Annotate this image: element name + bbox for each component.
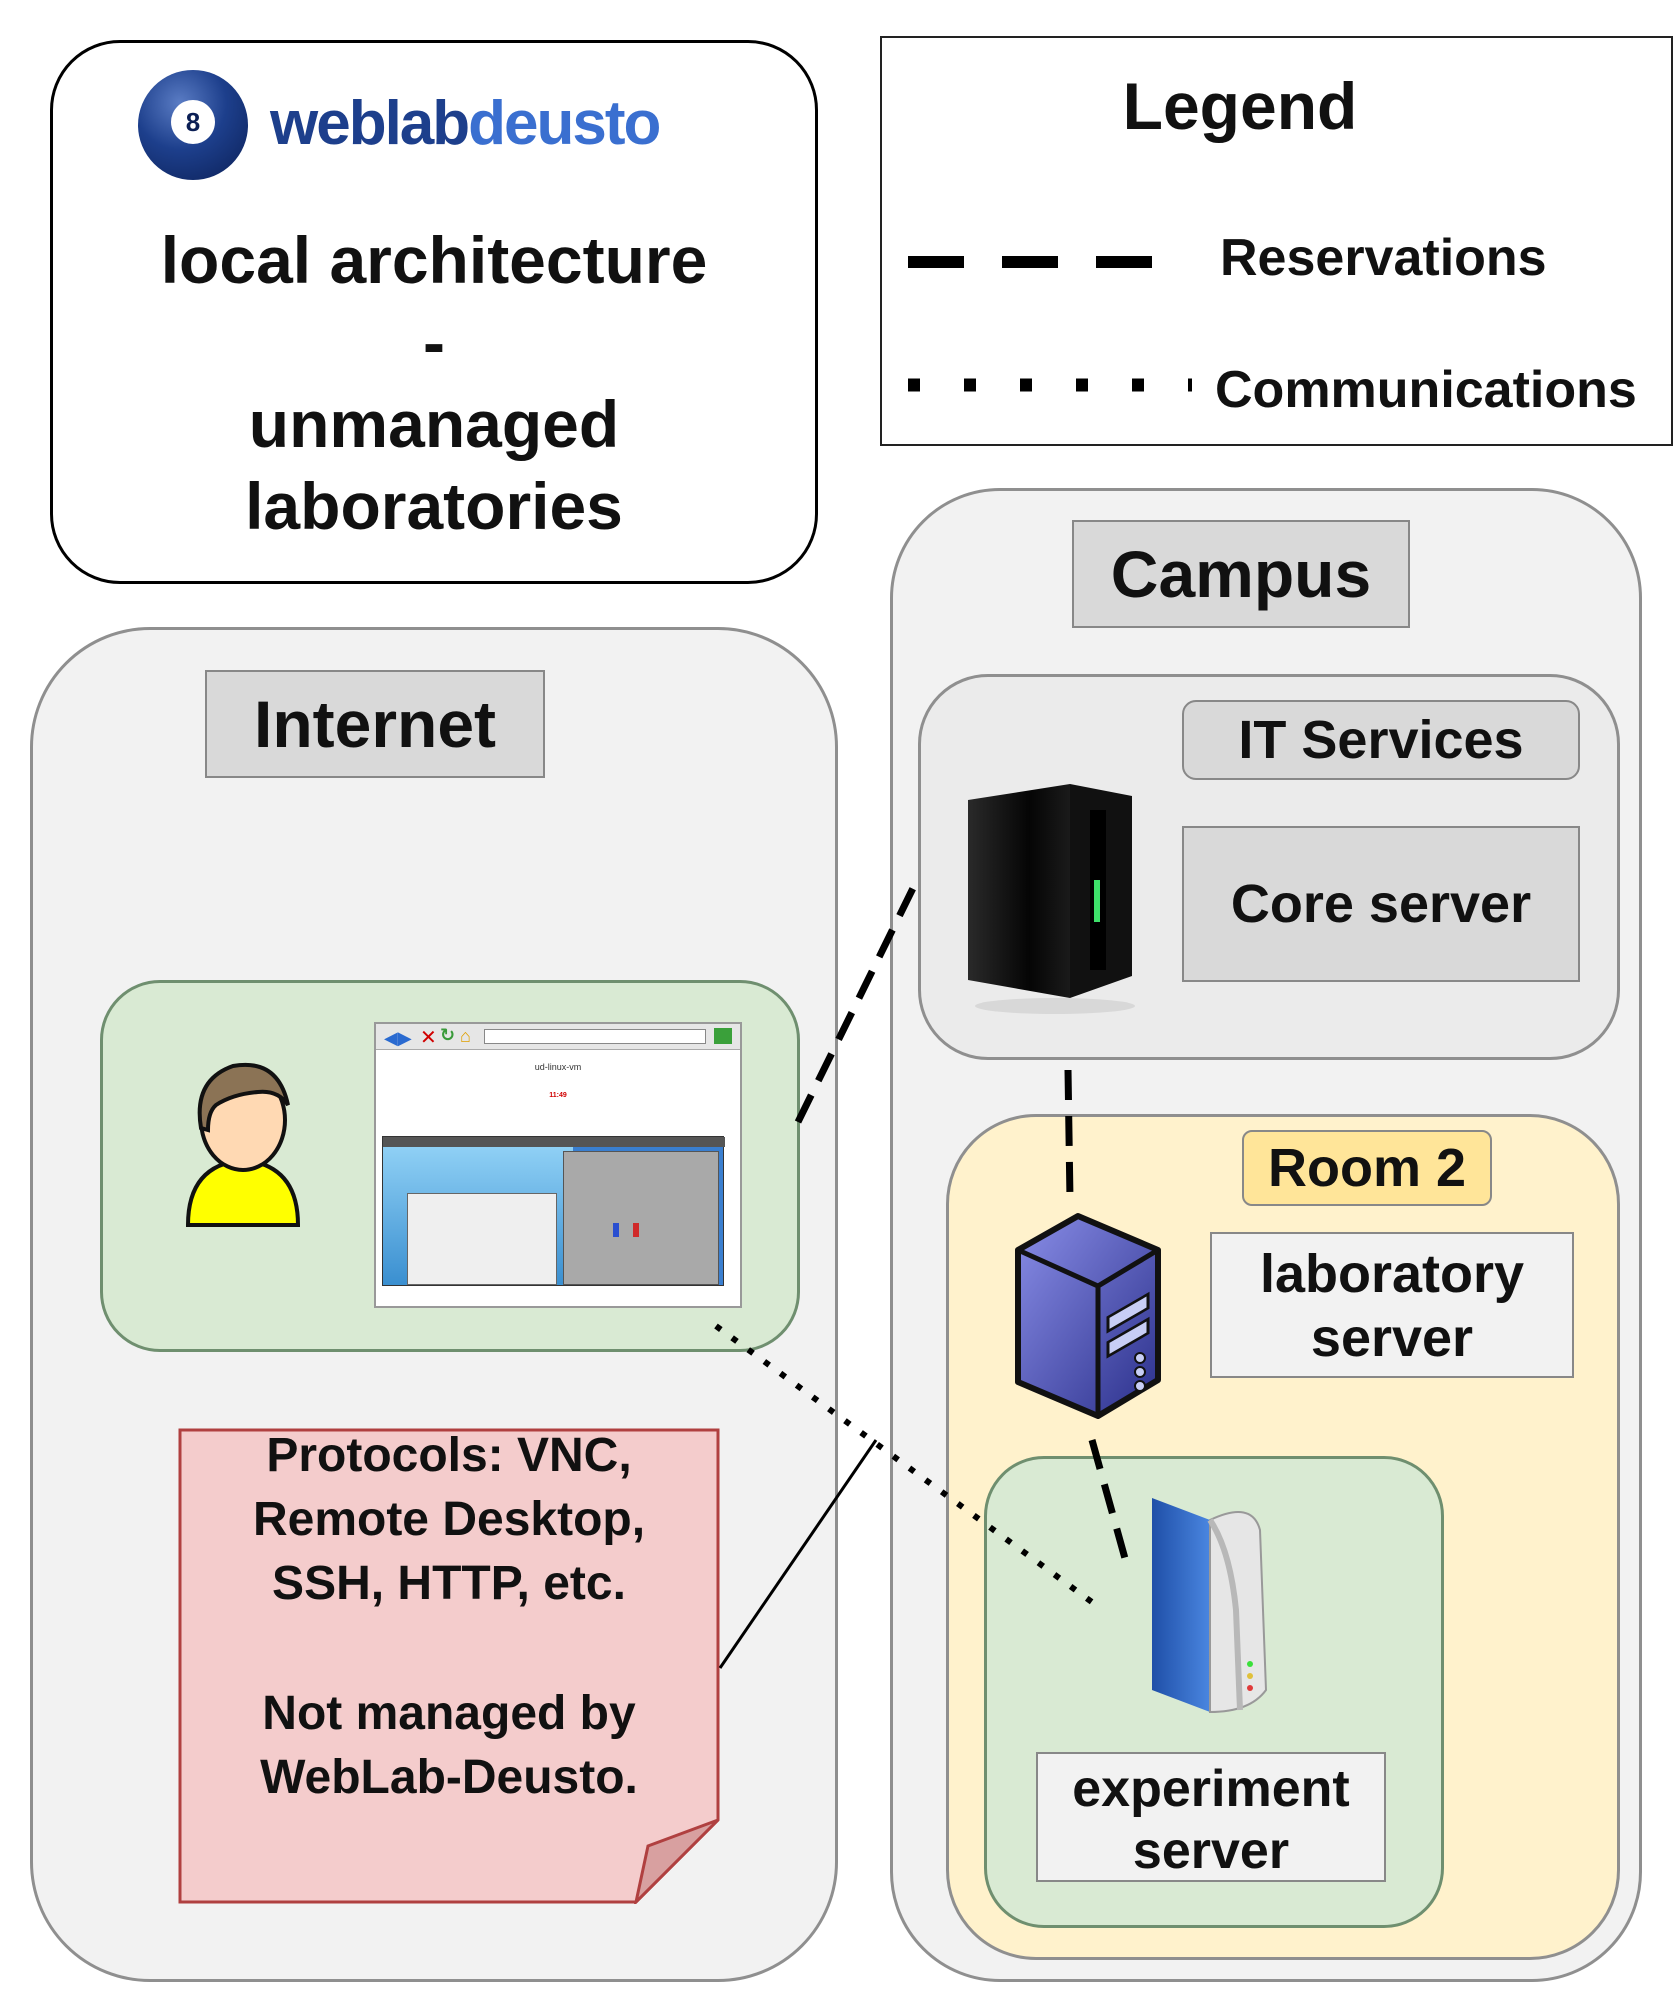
laboratory-server-label-line-2: server <box>1310 1308 1474 1368</box>
logo-wordmark: weblabdeusto <box>270 88 661 159</box>
legend-line-samples <box>908 256 1192 392</box>
legend-label-reservations: Reservations <box>1220 229 1547 287</box>
browser-go-icon[interactable] <box>714 1028 732 1044</box>
note-line-3: SSH, HTTP, etc. <box>272 1557 626 1610</box>
note-line-1: Protocols: VNC, <box>266 1429 632 1482</box>
browser-vm-title: ud-linux-vm <box>534 1062 582 1072</box>
core-server-label: Core server <box>1182 826 1580 982</box>
title-line-2: - <box>423 305 445 379</box>
experiment-server-icon <box>1152 1498 1268 1714</box>
reservation-line-client-core <box>794 876 922 1124</box>
it-services-tag: IT Services <box>1182 700 1580 780</box>
remote-file-manager <box>407 1193 557 1285</box>
reservation-line-core-lab <box>1064 1069 1074 1201</box>
browser-home-icon[interactable]: ⌂ <box>460 1026 471 1046</box>
remote-desktop-bar <box>383 1137 725 1147</box>
communication-line-client-exp <box>714 1323 1102 1611</box>
weblab-logo-icon: 8 <box>138 70 248 180</box>
note-line-5: WebLab-Deusto. <box>260 1751 638 1804</box>
core-server-icon <box>968 784 1135 1014</box>
note-pointer-line <box>718 1439 878 1669</box>
browser-address-bar[interactable] <box>484 1029 706 1044</box>
experiment-server-label-line-2: server <box>1132 1822 1290 1880</box>
laboratory-server-icon <box>1015 1213 1161 1419</box>
laboratory-server-label-line-1: laboratory <box>1259 1244 1525 1304</box>
remote-desktop-view[interactable] <box>382 1136 725 1286</box>
title-line-1: local architecture <box>160 223 708 297</box>
legend-title: Legend <box>1122 69 1358 143</box>
protocols-note <box>178 1428 720 1904</box>
title-line-4: laboratories <box>245 469 623 543</box>
laboratory-server-label: laboratory server <box>1210 1232 1574 1378</box>
browser-stop-icon[interactable]: ✕ <box>420 1027 437 1049</box>
remote-widget-red <box>633 1223 639 1237</box>
browser-nav-icon[interactable]: ◀▶ <box>384 1028 412 1048</box>
room-2-tag: Room 2 <box>1242 1130 1492 1206</box>
logo-text-part1: weblab <box>270 89 470 158</box>
remote-terminal-window <box>563 1151 719 1285</box>
browser-reload-icon[interactable]: ↻ <box>440 1025 456 1045</box>
logo-ball-number: 8 <box>171 100 215 144</box>
browser-time-left: 11:49 <box>549 1092 567 1099</box>
title-line-3: unmanaged <box>248 387 620 461</box>
internet-tag: Internet <box>205 670 545 778</box>
reservation-line-lab-exp <box>1088 1439 1130 1563</box>
campus-tag: Campus <box>1072 520 1410 628</box>
user-icon <box>185 1062 301 1227</box>
experiment-server-label-line-1: experiment <box>1072 1760 1350 1818</box>
legend-label-communications: Communications <box>1215 361 1637 419</box>
remote-widget-blue <box>613 1223 619 1237</box>
legend-box <box>880 36 1673 446</box>
logo-text-part2: deusto <box>468 89 661 158</box>
experiment-server-label: experiment server <box>1036 1752 1386 1882</box>
note-line-2: Remote Desktop, <box>252 1493 646 1546</box>
browser-window: ◀▶ ✕ ↻ ⌂ ud-linux-vm 11:49 <box>374 1022 742 1308</box>
note-line-4: Not managed by <box>262 1687 636 1740</box>
